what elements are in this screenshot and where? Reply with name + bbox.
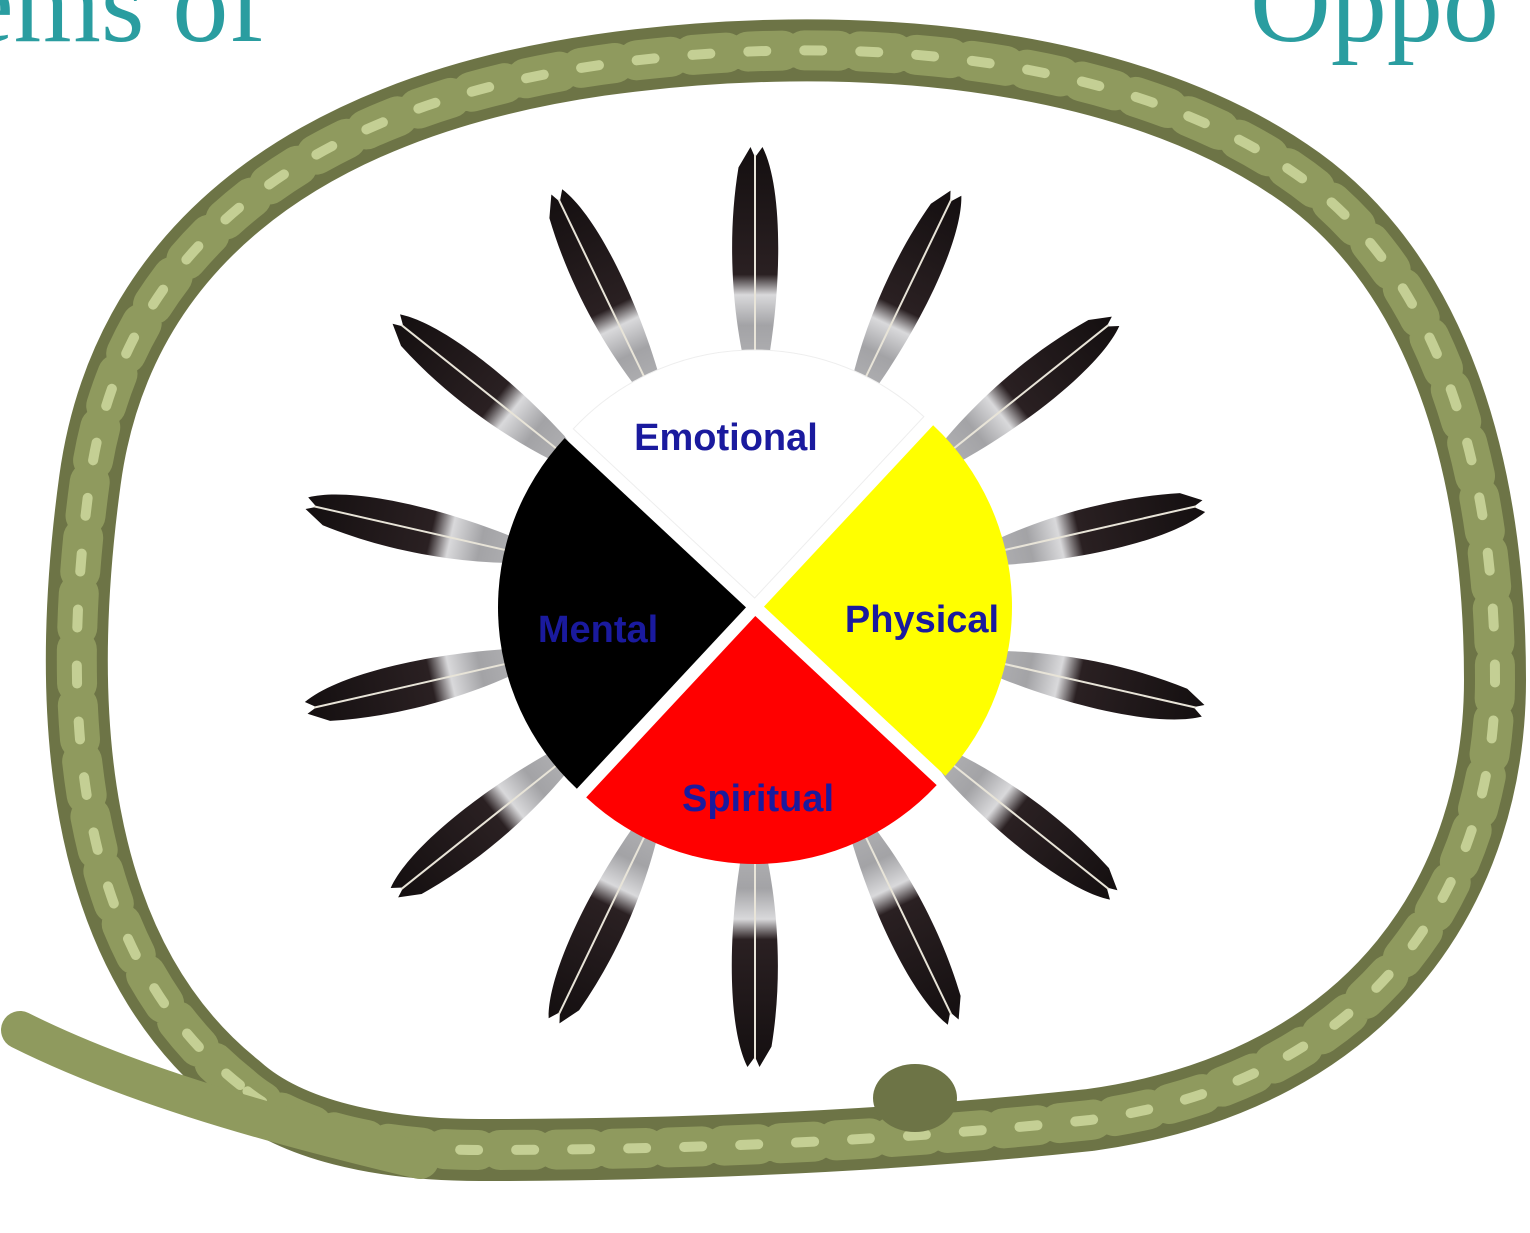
label-spiritual: Spiritual (682, 778, 834, 820)
feathers (301, 147, 1208, 1067)
label-emotional: Emotional (634, 417, 818, 459)
label-physical: Physical (845, 599, 999, 641)
medicine-wheel: Emotional Physical Spiritual Mental (498, 350, 1012, 864)
label-mental: Mental (538, 609, 658, 651)
